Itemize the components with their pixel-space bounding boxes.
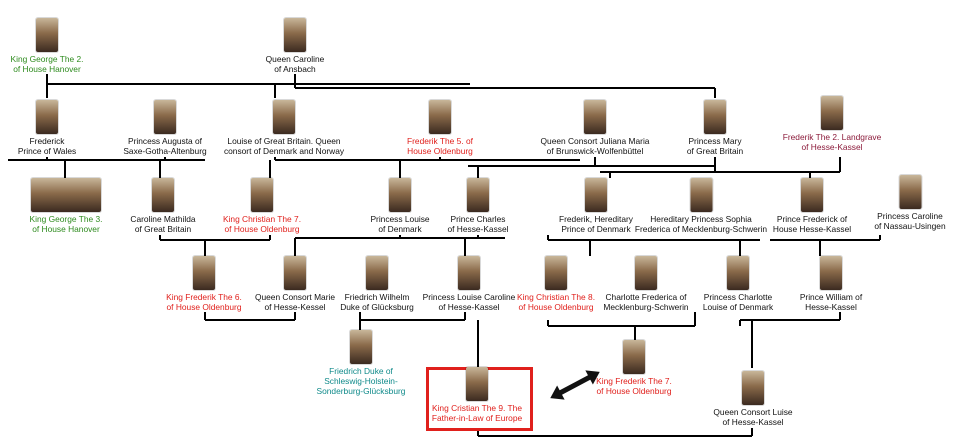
person-name: Prince Frederick of House Hesse-Kassel [772,214,852,234]
person-mary-gb: Princess Mary of Great Britain [640,100,790,156]
person-luise-hk: Queen Consort Luise of Hesse-Kassel [678,371,828,427]
person-louise-gb: Louise of Great Britain. Queen consort o… [199,100,369,156]
person-name: Prince Charles of Hesse-Kassel [447,214,509,234]
portrait-icon [467,178,489,212]
person-frederik-hereditary: Frederik, Hereditary Prince of Denmark [521,178,671,234]
person-fw-glucksburg: Friedrich Wilhelm Duke of Glücksburg [302,256,452,312]
double-arrow-icon [550,370,600,400]
portrait-icon [727,256,749,290]
person-sophia-frederica: Hereditary Princess Sophia Frederica of … [614,178,789,234]
person-charlotte-dk: Princess Charlotte Louise of Denmark [663,256,813,312]
person-name: King Frederik The 7. of House Oldenburg [596,376,672,396]
person-caroline-mathilda: Caroline Mathilda of Great Britain [88,178,238,234]
person-louise-caroline: Princess Louise Caroline of Hesse-Kassel [394,256,544,312]
person-juliana-maria: Queen Consort Juliana Maria of Brunswick… [520,100,670,156]
person-name: King Christian The 7. of House Oldenburg [222,214,302,234]
portrait-icon [545,256,567,290]
person-frederik2-hk: Frederik The 2. Landgrave of Hesse-Kasse… [757,96,907,152]
portrait-icon [152,178,174,212]
portrait-icon [899,175,921,209]
portrait-icon [584,100,606,134]
person-christian9: King Cristian The 9. The Father-in-Law o… [402,367,552,423]
person-charlotte-frederica: Charlotte Frederica of Mecklenburg-Schwe… [571,256,721,312]
person-friedrich-shs: Friedrich Duke of Schleswig-Holstein- So… [286,330,436,396]
portrait-icon [635,256,657,290]
portrait-icon [284,18,306,52]
person-name: Friedrich Duke of Schleswig-Holstein- So… [316,366,406,396]
person-charles-hk: Prince Charles of Hesse-Kassel [403,178,553,234]
person-name: Caroline Mathilda of Great Britain [130,214,196,234]
person-name: Queen Caroline of Ansbach [265,54,325,74]
person-name: Princess Charlotte Louise of Denmark [702,292,774,312]
person-frederik5: Frederik The 5. of House Oldenburg [365,100,515,156]
portrait-icon [801,178,823,212]
person-name: Louise of Great Britain. Queen consort o… [223,136,345,156]
portrait-icon [623,340,645,374]
person-name: Queen Consort Juliana Maria of Brunswick… [540,136,650,156]
person-christian7: King Christian The 7. of House Oldenburg [187,178,337,234]
person-name: Friedrich Wilhelm Duke of Glücksburg [340,292,414,312]
person-name: Queen Consort Luise of Hesse-Kassel [713,407,793,427]
person-name: Frederick Prince of Wales [17,136,77,156]
portrait-icon [366,256,388,290]
portrait-icon [36,18,58,52]
person-name: King Frederik The 6. of House Oldenburg [166,292,242,312]
person-frederik6: King Frederik The 6. of House Oldenburg [129,256,279,312]
person-frederik7: King Frederik The 7. of House Oldenburg [559,340,709,396]
person-caroline-nassau: Princess Caroline of Nassau-Usingen [863,175,958,231]
person-frederick-wales: Frederick Prince of Wales [0,100,122,156]
portrait-icon [389,178,411,212]
portrait-icon [458,256,480,290]
portrait-icon [154,100,176,134]
portrait-icon [704,100,726,134]
portrait-icon [585,178,607,212]
portrait-icon [690,178,712,212]
person-christian8: King Christian The 8. of House Oldenburg [481,256,631,312]
person-louise-dk: Princess Louise of Denmark [325,178,475,234]
person-augusta: Princess Augusta of Saxe-Gotha-Altenburg [90,100,240,156]
portrait-icon [273,100,295,134]
person-name: Queen Consort Marie of Hesse-Kessel [254,292,336,312]
person-name: Princess Mary of Great Britain [686,136,744,156]
person-name: Princess Augusta of Saxe-Gotha-Altenburg [123,136,207,156]
person-name: Princess Caroline of Nassau-Usingen [874,211,946,231]
person-name: King Christian The 8. of House Oldenburg [516,292,596,312]
person-name: Prince William of Hesse-Kassel [799,292,863,312]
person-name: King George The 2. of House Hanover [10,54,84,74]
portrait-icon [350,330,372,364]
portrait-icon [742,371,764,405]
person-name: Frederik The 2. Landgrave of Hesse-Kasse… [782,132,882,152]
portrait-icon [820,256,842,290]
person-name: Frederik The 5. of House Oldenburg [407,136,473,156]
person-frederick-hk: Prince Frederick of House Hesse-Kassel [737,178,887,234]
person-george3: King George The 3. of House Hanover [0,178,141,234]
person-name: King George The 3. of House Hanover [29,214,103,234]
person-george2: King George The 2. of House Hanover [0,18,122,74]
person-name: King Cristian The 9. The Father-in-Law o… [431,403,523,423]
person-marie-hk: Queen Consort Marie of Hesse-Kessel [220,256,370,312]
portrait-icon [193,256,215,290]
portrait-icon [251,178,273,212]
person-caroline-ansbach: Queen Caroline of Ansbach [220,18,370,74]
portrait-icon [284,256,306,290]
portrait-icon [429,100,451,134]
person-name: Princess Louise Caroline of Hesse-Kassel [422,292,516,312]
person-name: Princess Louise of Denmark [370,214,430,234]
person-william-hk: Prince William of Hesse-Kassel [756,256,906,312]
person-name: Hereditary Princess Sophia Frederica of … [634,214,768,234]
portrait-icon [466,367,488,401]
portrait-icon [36,100,58,134]
portrait-icon [821,96,843,130]
portrait-icon [31,178,101,212]
person-name: Frederik, Hereditary Prince of Denmark [558,214,633,234]
person-name: Charlotte Frederica of Mecklenburg-Schwe… [603,292,689,312]
